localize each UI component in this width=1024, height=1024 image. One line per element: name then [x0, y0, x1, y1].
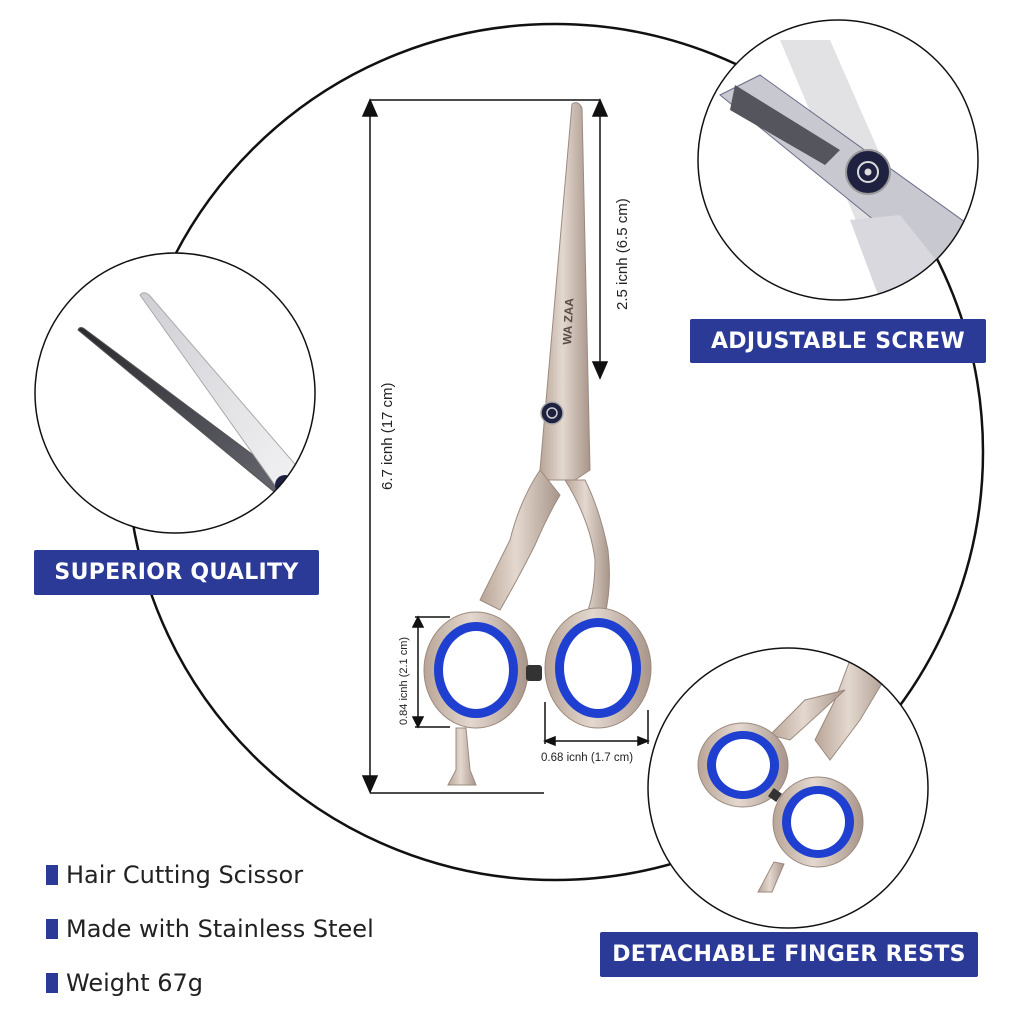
ring-height-label: 0.84 icnh (2.1 cm) [398, 637, 410, 725]
superior-quality-label: SUPERIOR QUALITY [54, 560, 299, 585]
feature-item: Weight 67g [46, 956, 374, 1010]
superior-quality-banner: SUPERIOR QUALITY [34, 550, 319, 595]
adjustable-screw-label: ADJUSTABLE SCREW [710, 328, 965, 354]
brand-engraving: WA ZAA [560, 297, 576, 345]
detachable-finger-rests-banner: DETACHABLE FINGER RESTS [600, 932, 978, 977]
total-length-label: 6.7 icnh (17 cm) [379, 382, 396, 490]
detail-circle-finger-rings [647, 647, 929, 929]
feature-item: Hair Cutting Scissor [46, 848, 374, 902]
square-bullet-icon [46, 919, 58, 939]
feature-text: Weight 67g [66, 969, 204, 997]
detachable-finger-rests-label: DETACHABLE FINGER RESTS [612, 942, 966, 967]
feature-text: Made with Stainless Steel [66, 915, 374, 943]
detail-circle-screw [697, 19, 979, 301]
ring-width-label: 0.68 icnh (1.7 cm) [541, 752, 633, 764]
square-bullet-icon [46, 865, 58, 885]
feature-item: Made with Stainless Steel [46, 902, 374, 956]
adjustable-screw-banner: ADJUSTABLE SCREW [690, 319, 986, 363]
blade-length-label: 2.5 icnh (6.5 cm) [614, 198, 631, 310]
feature-list: Hair Cutting Scissor Made with Stainless… [46, 848, 374, 1010]
dimension-lines [361, 98, 651, 794]
feature-text: Hair Cutting Scissor [66, 861, 304, 889]
square-bullet-icon [46, 973, 58, 993]
pivot-screw-icon [540, 401, 564, 425]
scissor-main-image: WA ZAA [423, 102, 652, 786]
detail-circle-blades [34, 252, 316, 534]
